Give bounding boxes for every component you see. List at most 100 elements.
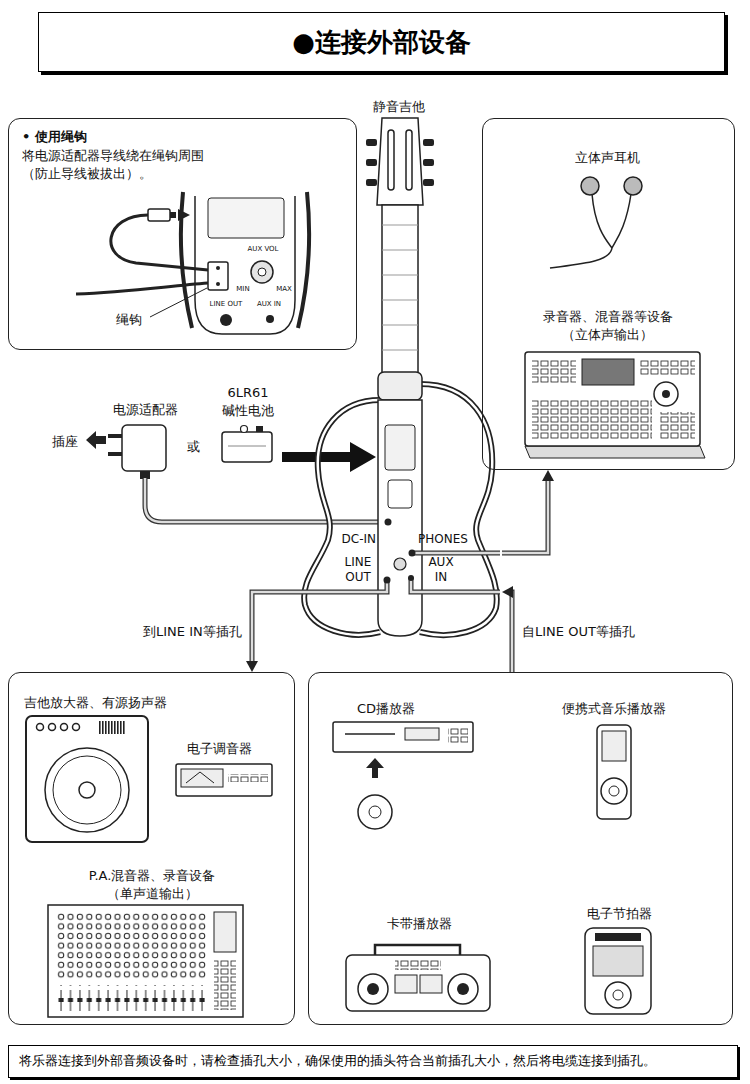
- guitar-amplifier: [49, 724, 56, 731]
- stereo-headphones: [624, 177, 642, 195]
- silent-guitar: [366, 139, 377, 146]
- metronome: [593, 946, 643, 976]
- silent-guitar: [388, 480, 412, 508]
- node-text: CD播放器: [318, 700, 454, 718]
- part-label: 电源适配器: [105, 401, 185, 419]
- battery: [241, 426, 248, 433]
- electronic-tuner: [181, 769, 223, 787]
- node-text: P.A.混音器、录音设备 （单声道输出）: [79, 867, 225, 903]
- power-adapter: [86, 431, 106, 449]
- edge-label: 到LINE IN等插孔: [141, 623, 244, 641]
- cassette-player: [420, 975, 442, 993]
- guitar-amplifier: [53, 756, 121, 824]
- silent-guitar: [394, 558, 406, 570]
- rope-hook-closeup: [208, 198, 284, 238]
- silent-guitar: [384, 577, 391, 584]
- connector-line: [252, 592, 300, 663]
- electronic-tuner: [176, 764, 272, 796]
- metronome: [595, 933, 641, 941]
- silent-guitar: [304, 400, 380, 635]
- node-text: 卡带播放器: [348, 915, 490, 933]
- part-label: DC-IN: [330, 532, 376, 547]
- part-label: LINE OUT: [204, 300, 248, 308]
- guitar-amplifier: [45, 748, 129, 832]
- recorder-mixer: [525, 446, 705, 458]
- rope-hook-closeup: [76, 192, 309, 334]
- rope-hook-closeup: [216, 266, 220, 270]
- cassette-player: [346, 955, 490, 1011]
- silent-guitar: [377, 118, 423, 205]
- battery: [222, 426, 376, 473]
- metronome: [585, 928, 651, 1014]
- title-text: ●连接外部设备: [292, 25, 471, 60]
- silent-guitar: [378, 400, 422, 636]
- portable-player: [602, 731, 626, 761]
- recorder-mixer: [662, 390, 670, 398]
- rope-hook-closeup: [195, 196, 295, 334]
- silent-guitar: [423, 139, 434, 146]
- part-label: LINE OUT: [340, 555, 376, 585]
- rope-hook-closeup: [220, 314, 232, 326]
- portable-player: [597, 725, 631, 819]
- recorder-mixer: [582, 359, 634, 385]
- portable-player: [601, 778, 627, 804]
- part-label: 插座: [52, 433, 82, 451]
- silent-guitar: [412, 552, 500, 555]
- silent-guitar: [420, 384, 497, 635]
- silent-guitar: [423, 159, 434, 166]
- cd-player: [333, 722, 473, 829]
- battery: [222, 432, 272, 462]
- rope-hook-closeup: [208, 262, 228, 290]
- cassette-player: [395, 975, 417, 993]
- connector-line: [511, 592, 512, 672]
- recorder-mixer: [525, 352, 705, 458]
- caption-text: 将乐器连接到外部音频设备时，请检查插孔大小，确保使用的插头符合当前插孔大小，然后…: [19, 1053, 656, 1070]
- silent-guitar: [408, 575, 414, 581]
- node-text: • 使用绳钩: [22, 128, 222, 146]
- connector: [502, 586, 513, 672]
- arrow-head: [502, 586, 513, 598]
- silent-guitar: [411, 578, 500, 592]
- part-label: MAX: [273, 285, 295, 293]
- cd-player: [358, 795, 392, 829]
- silent-guitar: [366, 159, 377, 166]
- rope-hook-closeup: [148, 209, 170, 221]
- pa-mixer: [48, 905, 243, 1017]
- portable-player: [597, 725, 631, 819]
- rope-hook-closeup: [251, 261, 273, 283]
- rope-hook-closeup: [216, 282, 220, 286]
- cassette-player: [358, 974, 388, 1004]
- cassette-player: [367, 983, 379, 995]
- cassette-player: [457, 983, 469, 995]
- cassette-player: [448, 974, 478, 1004]
- silent-guitar: [409, 550, 416, 557]
- node-text: 立体声耳机: [483, 149, 731, 167]
- connector-line: [502, 479, 548, 553]
- guitar-amplifier: [26, 716, 148, 842]
- recorder-mixer: [640, 360, 695, 376]
- part-label: 6LR61 碱性电池: [220, 384, 276, 420]
- rope-hook-closeup: [178, 209, 190, 221]
- guitar-amplifier: [61, 724, 68, 731]
- node-text: 吉他放大器、有源扬声器: [24, 694, 244, 712]
- silent-guitar: [411, 578, 500, 592]
- node-text: 录音器、混音器等设备 （立体声输出）: [537, 308, 678, 344]
- cd-player: [405, 728, 439, 740]
- node-text: 将电源适配器导线绕在绳钩周围 （防止导线被拔出）。: [22, 147, 210, 183]
- recorder-mixer: [532, 360, 576, 384]
- silent-guitar: [420, 384, 497, 635]
- rope-hook-closeup: [111, 215, 208, 270]
- node-text: 便携式音乐播放器: [547, 700, 681, 718]
- cd-player: [345, 733, 395, 735]
- cd-player: [369, 806, 381, 818]
- device-panel: CD播放器便携式音乐播放器卡带播放器电子节拍器: [308, 672, 733, 1025]
- rope-hook-closeup: [258, 268, 266, 276]
- silent-guitar: [382, 205, 418, 390]
- electronic-tuner: [186, 772, 214, 783]
- cd-player: [333, 722, 473, 752]
- stereo-headphones: [550, 194, 631, 268]
- silent-guitar: [406, 130, 412, 190]
- arrow-head: [542, 470, 554, 481]
- silent-guitar: [385, 519, 392, 526]
- battery: [228, 446, 266, 447]
